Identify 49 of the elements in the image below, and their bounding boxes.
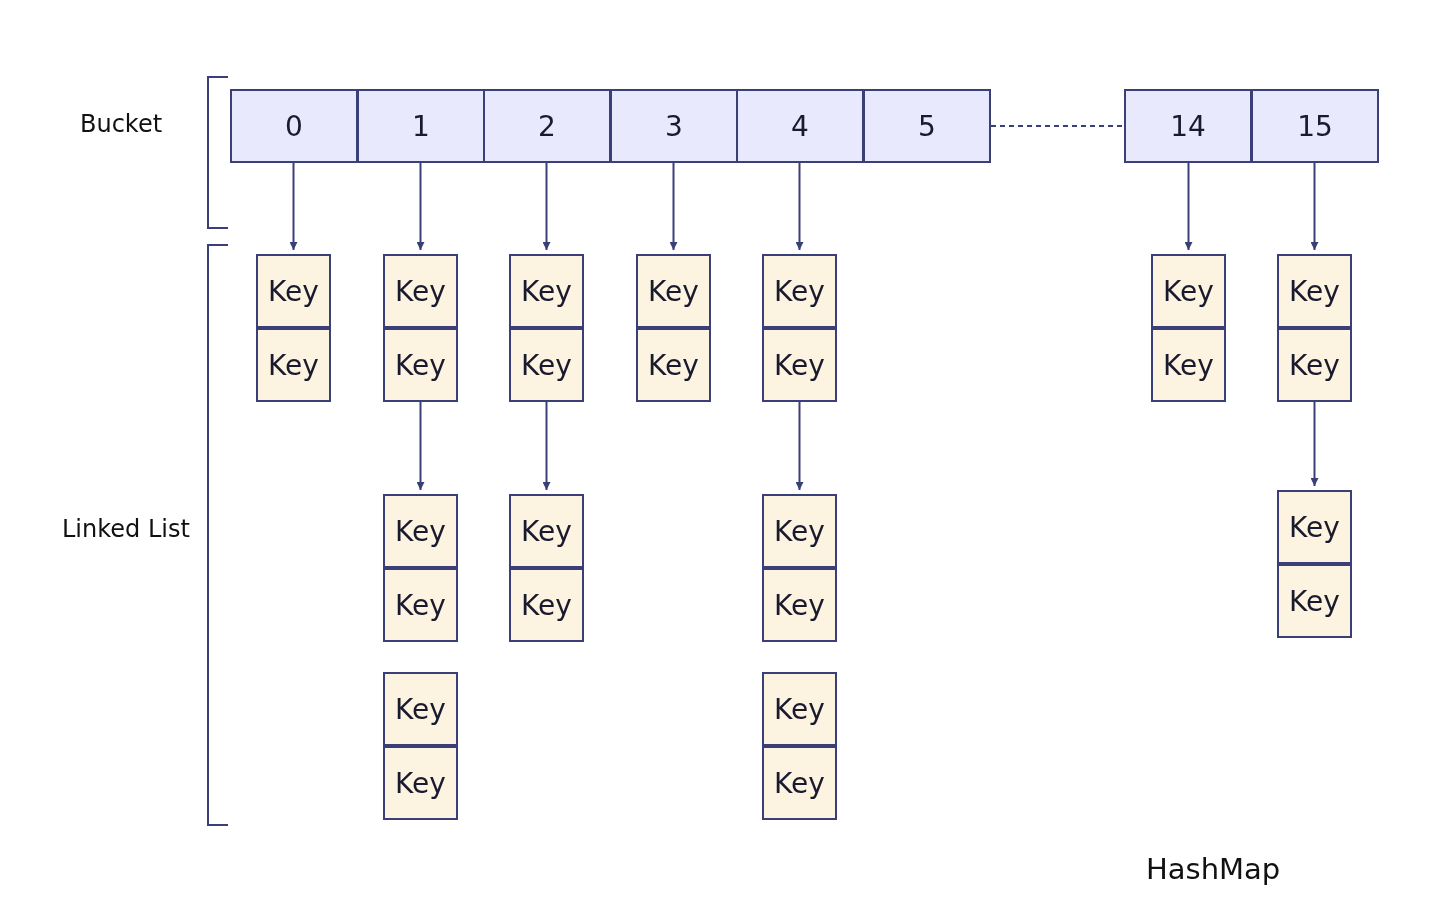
dashed-connector: [990, 125, 1125, 127]
key-entry: Key: [762, 568, 837, 642]
key-entry: Key: [256, 254, 331, 328]
key-entry: Key: [636, 254, 711, 328]
diagram-caption: HashMap: [1146, 852, 1281, 886]
key-entry: Key: [1277, 564, 1352, 638]
arrow: [1184, 162, 1193, 251]
bucket-slot: 2: [483, 89, 611, 163]
key-entry: Key: [256, 328, 331, 402]
arrow: [416, 162, 425, 251]
bucket-slot: 4: [736, 89, 864, 163]
key-entry: Key: [762, 746, 837, 820]
key-entry: Key: [509, 494, 584, 568]
key-entry: Key: [383, 568, 458, 642]
arrow: [669, 162, 678, 251]
arrow: [416, 401, 425, 491]
key-entry: Key: [762, 328, 837, 402]
key-entry: Key: [383, 494, 458, 568]
key-entry: Key: [383, 672, 458, 746]
bucket-slot: 0: [230, 89, 358, 163]
arrow: [289, 162, 298, 251]
bucket-slot: 1: [357, 89, 485, 163]
key-entry: Key: [636, 328, 711, 402]
bucket-slot: 15: [1251, 89, 1379, 163]
bracket-label: Linked List: [62, 515, 190, 543]
key-entry: Key: [383, 746, 458, 820]
key-entry: Key: [383, 328, 458, 402]
key-entry: Key: [762, 254, 837, 328]
key-entry: Key: [1151, 328, 1226, 402]
key-entry: Key: [1277, 254, 1352, 328]
arrow: [1310, 162, 1319, 251]
key-entry: Key: [1277, 328, 1352, 402]
key-entry: Key: [383, 254, 458, 328]
key-entry: Key: [509, 254, 584, 328]
key-entry: Key: [509, 568, 584, 642]
key-entry: Key: [762, 672, 837, 746]
arrow: [1310, 401, 1319, 487]
key-entry: Key: [762, 494, 837, 568]
bucket-slot: 5: [863, 89, 991, 163]
bucket-slot: 14: [1124, 89, 1252, 163]
bucket-slot: 3: [610, 89, 738, 163]
key-entry: Key: [509, 328, 584, 402]
arrow: [795, 162, 804, 251]
key-entry: Key: [1277, 490, 1352, 564]
bracket-label: Bucket: [80, 110, 163, 138]
arrow: [795, 401, 804, 491]
arrow: [542, 401, 551, 491]
arrow: [542, 162, 551, 251]
key-entry: Key: [1151, 254, 1226, 328]
